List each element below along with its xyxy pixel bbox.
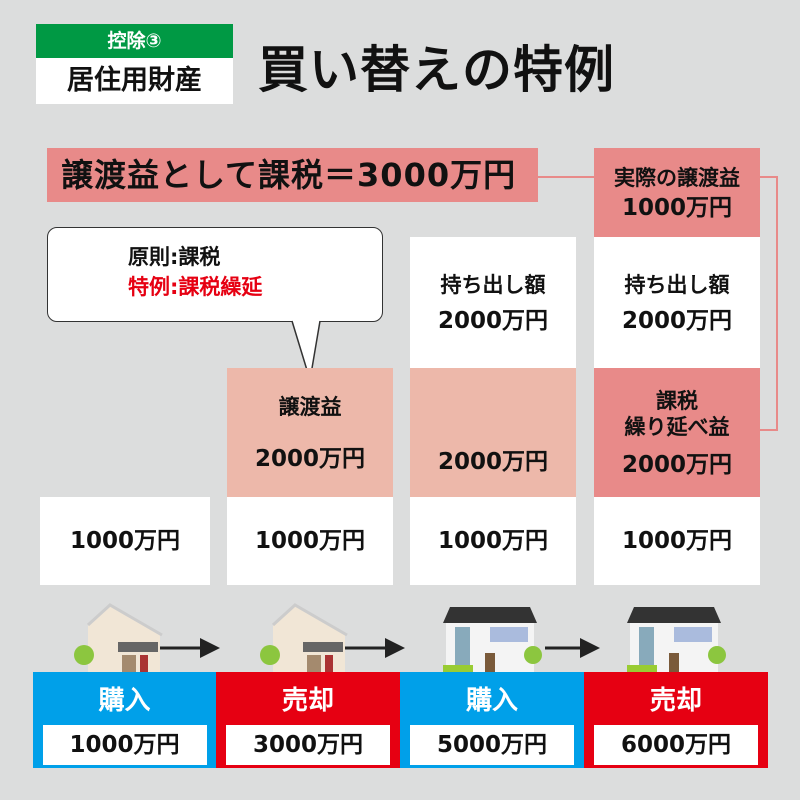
arrow-icon — [345, 638, 405, 658]
large-house-icon — [443, 607, 542, 673]
step-value: 6000万円 — [594, 725, 758, 765]
connector-line — [776, 176, 778, 431]
sep: : — [170, 275, 179, 299]
exception-value: 課税繰延 — [178, 275, 263, 299]
step-label: 購入 — [465, 686, 518, 716]
step-label: 売却 — [281, 686, 334, 716]
small-house-icon — [260, 603, 348, 673]
carry-value: 2000万円 — [621, 307, 732, 334]
gain-value: 2000万円 — [254, 445, 365, 472]
col4-base: 1000万円 — [594, 497, 760, 585]
connector-line — [760, 176, 778, 178]
deduction-badge: 控除③ — [36, 24, 233, 58]
arrow-icon — [545, 638, 600, 658]
col2-gain: 譲渡益 2000万円 — [227, 368, 393, 497]
connector-line — [760, 429, 778, 431]
carry-value: 2000万円 — [437, 307, 548, 334]
col4-carry: 持ち出し額 2000万円 — [594, 237, 760, 368]
step-purchase-2: 購入 5000万円 — [400, 672, 584, 768]
step-purchase-1: 購入 1000万円 — [33, 672, 216, 768]
carry-label: 持ち出し額 — [624, 272, 730, 297]
actual-gain-label: 実際の譲渡益 — [614, 165, 740, 190]
step-sale-1: 売却 3000万円 — [216, 672, 400, 768]
principle-label: 原則 — [128, 245, 170, 269]
sep: : — [170, 245, 179, 269]
step-label: 購入 — [98, 686, 151, 716]
actual-gain-value: 1000万円 — [621, 194, 732, 221]
arrow-icon — [160, 638, 220, 658]
speech-bubble: 原則:課税 特例:課税繰延 — [47, 227, 383, 322]
deferred-label: 課税 — [656, 388, 698, 413]
deferred-value: 2000万円 — [621, 451, 732, 478]
deferred-label: 繰り延べ益 — [624, 414, 730, 439]
col3-gain: 2000万円 — [410, 368, 576, 497]
connector-line — [538, 176, 594, 178]
category-label: 居住用財産 — [36, 58, 233, 104]
step-sale-2: 売却 6000万円 — [584, 672, 768, 768]
col3-carry: 持ち出し額 2000万円 — [410, 237, 576, 368]
gain-label: 譲渡益 — [278, 394, 342, 419]
small-house-icon — [74, 603, 163, 673]
step-value: 5000万円 — [410, 725, 574, 765]
carry-label: 持ち出し額 — [440, 272, 546, 297]
exception-label: 特例 — [128, 275, 170, 299]
timeline-illustration — [74, 603, 726, 673]
col2-base: 1000万円 — [227, 497, 393, 585]
step-label: 売却 — [649, 686, 702, 716]
principle-value: 課税 — [178, 245, 221, 269]
large-house-icon — [627, 607, 726, 673]
taxed-summary: 譲渡益として課税＝3000万円 — [47, 148, 538, 202]
col3-base: 1000万円 — [410, 497, 576, 585]
step-value: 3000万円 — [226, 725, 390, 765]
step-value: 1000万円 — [42, 725, 207, 765]
page-title: 買い替えの特例 — [258, 41, 615, 99]
actual-gain-box: 実際の譲渡益 1000万円 — [594, 148, 760, 237]
col1-base: 1000万円 — [40, 497, 210, 585]
col4-deferred: 課税 繰り延べ益 2000万円 — [594, 368, 760, 497]
